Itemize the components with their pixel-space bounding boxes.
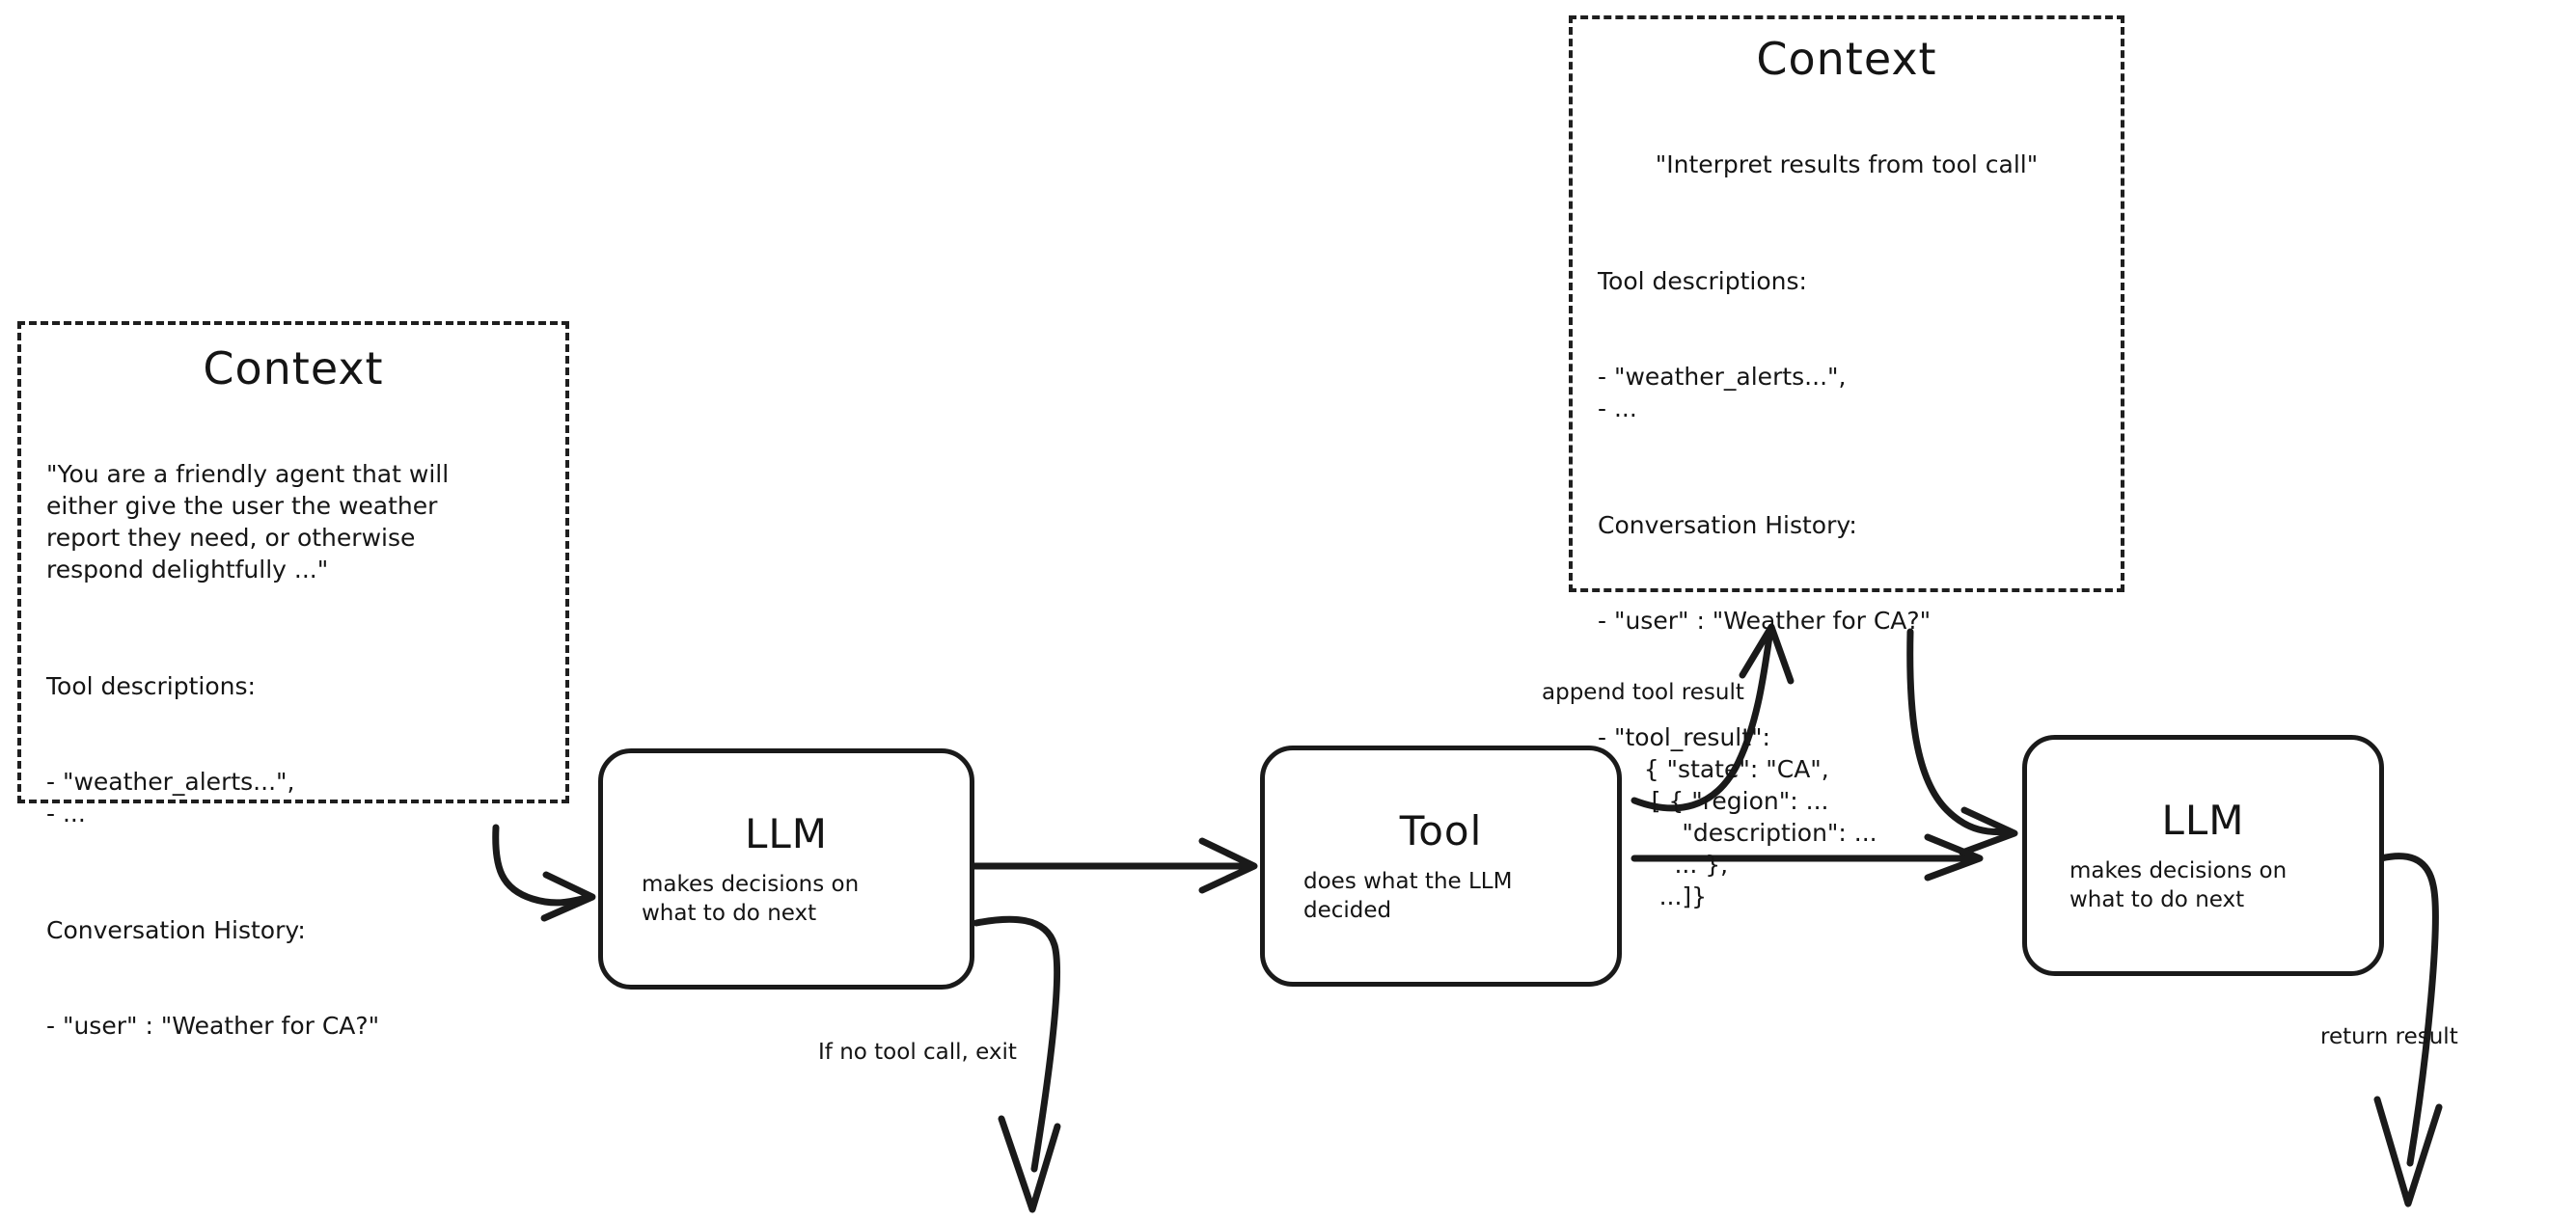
context-left-title: Context — [203, 342, 384, 394]
edge-label-return-result: return result — [2320, 1024, 2458, 1049]
context-left-conversation-items: - "user" : "Weather for CA?" — [46, 1012, 380, 1040]
node-llm-right-subtitle: makes decisions on what to do next — [2069, 857, 2288, 912]
context-right-system-prompt: "Interpret results from tool call" — [1655, 150, 2039, 178]
context-right-tools-header: Tool descriptions: — [1598, 267, 1807, 295]
context-left-system-prompt: "You are a friendly agent that will eith… — [46, 460, 450, 583]
context-left-body: "You are a friendly agent that will eith… — [46, 394, 540, 1105]
node-tool[interactable]: Tool does what the LLM decided — [1260, 746, 1622, 987]
node-llm-left[interactable]: LLM makes decisions on what to do next — [598, 748, 974, 990]
node-llm-left-title: LLM — [744, 809, 829, 857]
node-llm-right[interactable]: LLM makes decisions on what to do next — [2022, 735, 2384, 976]
context-box-right: Context "Interpret results from tool cal… — [1569, 15, 2124, 910]
node-llm-left-subtitle: makes decisions on what to do next — [642, 871, 860, 926]
context-right-title: Context — [1756, 33, 1937, 85]
context-box-left: Context "You are a friendly agent that w… — [17, 321, 569, 1040]
edge-label-exit: If no tool call, exit — [818, 1040, 1017, 1065]
edge-label-append-tool-result: append tool result — [1542, 680, 1744, 705]
node-tool-title: Tool — [1399, 806, 1483, 855]
context-right-tools-items: - "weather_alerts...", - ... — [1598, 363, 1847, 422]
context-left-conversation-header: Conversation History: — [46, 916, 306, 944]
node-llm-right-title: LLM — [2161, 796, 2245, 844]
context-left-tools-header: Tool descriptions: — [46, 672, 256, 700]
context-right-tool-result: - "tool_result": { "state": "CA", [ { "r… — [1598, 723, 1877, 910]
node-tool-subtitle: does what the LLM decided — [1303, 868, 1513, 923]
context-right-conversation-header: Conversation History: — [1598, 511, 1857, 539]
context-right-conversation-user: - "user" : "Weather for CA?" — [1598, 607, 1932, 635]
edge-llm-to-tool — [967, 837, 1258, 894]
context-right-body: "Interpret results from tool call" Tool … — [1598, 85, 2096, 976]
context-left-tools-items: - "weather_alerts...", - ... — [46, 768, 295, 828]
